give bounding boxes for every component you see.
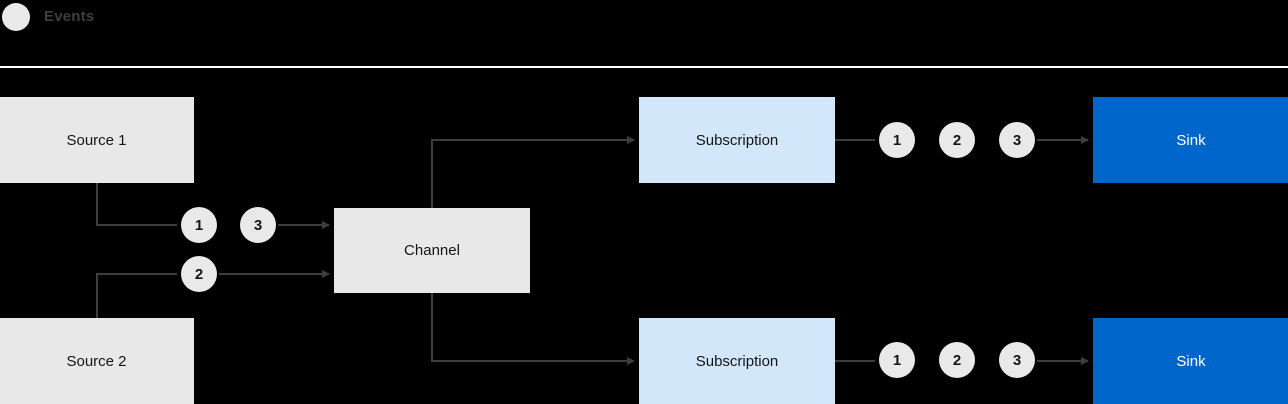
event-token: 3 xyxy=(240,207,276,243)
node-channel[interactable]: Channel xyxy=(334,208,530,293)
event-token: 1 xyxy=(879,342,915,378)
node-source-2[interactable]: Source 2 xyxy=(0,318,194,404)
node-sink-2[interactable]: Sink xyxy=(1093,318,1288,404)
legend-label: Events xyxy=(44,8,95,25)
event-token: 3 xyxy=(999,342,1035,378)
header-divider xyxy=(0,66,1288,68)
event-token: 2 xyxy=(181,256,217,292)
node-sink-1[interactable]: Sink xyxy=(1093,97,1288,183)
event-token: 1 xyxy=(879,122,915,158)
event-token: 3 xyxy=(999,122,1035,158)
event-token: 1 xyxy=(181,207,217,243)
node-source-1[interactable]: Source 1 xyxy=(0,97,194,183)
node-subscription-1[interactable]: Subscription xyxy=(639,97,835,183)
event-dot-icon xyxy=(2,2,30,31)
node-subscription-2[interactable]: Subscription xyxy=(639,318,835,404)
event-token: 2 xyxy=(939,122,975,158)
legend: Events xyxy=(0,0,1288,33)
event-token: 2 xyxy=(939,342,975,378)
